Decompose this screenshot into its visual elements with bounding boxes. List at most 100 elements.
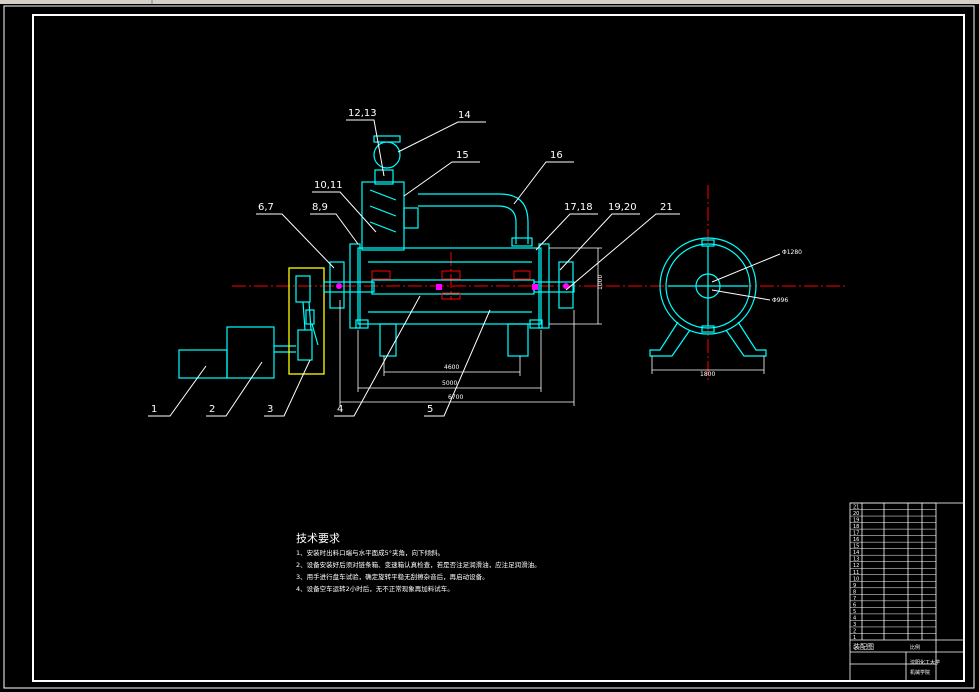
title-block-texts: 装配图 比例 沈阳化工大学 机械学院 — [853, 642, 940, 676]
tb-row-number: 19 — [853, 518, 859, 524]
right-support-leg — [507, 323, 529, 357]
drum-internals — [371, 270, 531, 300]
leader-lines — [148, 119, 680, 417]
dim-height-label: 1000 — [597, 275, 604, 290]
internal-bracket-bottom — [441, 292, 461, 300]
tb-row-number: 2 — [853, 628, 856, 634]
tb-row-number: 3 — [853, 622, 856, 628]
tb-dept: 机械学院 — [910, 669, 930, 676]
technical-notes: 技术要求 1、安装时出料口端与水平面成5°夹角，向下倾斜。 2、设备安装好后须对… — [296, 532, 541, 593]
leader-4 — [334, 295, 421, 417]
end-view — [649, 237, 767, 357]
inner-frame — [32, 14, 965, 682]
end-view-inner-circle — [665, 243, 751, 329]
tb-row-number: 12 — [853, 563, 859, 569]
internal-bracket-left — [371, 270, 391, 280]
title-block — [849, 502, 965, 682]
notes-title: 技术要求 — [296, 532, 340, 545]
tb-row-number: 1 — [853, 635, 856, 641]
feed-motor-cap — [373, 135, 401, 143]
notes-line-4: 4、设备空车运转2小时后，无不正常现象再加料试车。 — [296, 584, 454, 593]
callout-5: 5 — [427, 404, 433, 415]
dim-6700-label: 6700 — [448, 394, 463, 401]
chain-drive — [295, 275, 319, 361]
callout-10-11: 10,11 — [314, 180, 343, 191]
feed-neck — [374, 169, 394, 185]
tb-row-number: 18 — [853, 524, 859, 530]
leader-6-7 — [256, 213, 335, 269]
end-view-bottom-lug — [701, 325, 715, 333]
leader-16 — [513, 161, 574, 205]
lower-sprocket — [297, 329, 313, 361]
callout-3: 3 — [267, 404, 273, 415]
right-bearing-housing — [558, 261, 574, 309]
leader-15 — [403, 161, 480, 197]
magenta-marker-4 — [563, 283, 569, 289]
callout-2: 2 — [209, 404, 215, 415]
leader-3 — [264, 359, 311, 417]
drum-body — [323, 243, 575, 357]
tb-school: 沈阳化工大学 — [910, 659, 940, 666]
internal-bracket-top — [441, 270, 461, 280]
dim-1800-label: 1800 — [700, 371, 715, 378]
notes-line-2: 2、设备安装好后须对链条箱、变速箱认真检查，若是否注足润滑油，应注足润滑油。 — [296, 560, 541, 569]
screw-flight-2 — [369, 205, 397, 217]
callout-17-18: 17,18 — [564, 202, 593, 213]
callout-21: 21 — [660, 202, 673, 213]
leader-21 — [565, 213, 680, 291]
end-view-top-lug — [701, 239, 715, 247]
callout-8-9: 8,9 — [312, 202, 328, 213]
tb-row-number: 20 — [853, 511, 859, 517]
feed-screw-housing — [361, 181, 405, 251]
end-view-left-leg — [649, 321, 691, 357]
tb-drawing-name: 装配图 — [853, 642, 874, 651]
feed-motor-14 — [373, 141, 401, 169]
motor-body — [178, 349, 228, 379]
leader-14 — [397, 121, 486, 153]
exhaust-pipe-outer — [418, 193, 529, 244]
left-end-flange — [349, 243, 361, 329]
reducer-body — [226, 326, 275, 379]
callout-14: 14 — [458, 110, 471, 121]
right-end-flange — [538, 243, 550, 329]
callout-12-13: 12,13 — [348, 108, 377, 119]
tb-row-number: 21 — [853, 505, 859, 511]
magenta-marker-2 — [532, 284, 538, 290]
screw-flight-3 — [369, 221, 397, 233]
dim-5000-label: 5000 — [442, 380, 457, 387]
tb-row-number: 8 — [853, 589, 856, 595]
right-foot-flange — [529, 319, 543, 329]
tb-row-number: 14 — [853, 550, 859, 556]
left-foot-flange — [355, 319, 369, 329]
leader-1 — [148, 365, 207, 417]
chain-link-2 — [308, 301, 312, 331]
exhaust-pipe — [418, 193, 533, 247]
magenta-marker-3 — [336, 283, 342, 289]
tb-row-number: 16 — [853, 537, 859, 543]
leader-12-13 — [346, 119, 385, 177]
tensioner — [305, 309, 315, 325]
callout-19-20: 19,20 — [608, 202, 637, 213]
exhaust-pipe-inner — [418, 205, 517, 244]
tb-row-number: 9 — [853, 583, 856, 589]
left-support-leg — [379, 323, 397, 357]
phi2-label: Φ996 — [772, 297, 788, 304]
callout-4: 4 — [337, 404, 343, 415]
phi2-leader — [711, 289, 771, 301]
feed-assembly — [361, 135, 419, 251]
tb-row-number: 7 — [853, 596, 856, 602]
outer-frame — [3, 5, 975, 689]
tb-row-number: 4 — [853, 615, 856, 621]
end-view-right-leg — [725, 321, 767, 357]
title-block-frame — [849, 502, 965, 682]
tb-row-number: 10 — [853, 576, 859, 582]
left-shaft-stub — [323, 281, 375, 293]
leader-10-11 — [312, 191, 377, 233]
leader-8-9 — [310, 213, 359, 245]
dim-4600-label: 4600 — [444, 364, 459, 371]
dimension-lines — [339, 247, 765, 406]
dimension-labels: 4600 5000 6700 1800 1000 Φ1280 Φ996 — [442, 249, 802, 401]
callout-6-7: 6,7 — [258, 202, 274, 213]
